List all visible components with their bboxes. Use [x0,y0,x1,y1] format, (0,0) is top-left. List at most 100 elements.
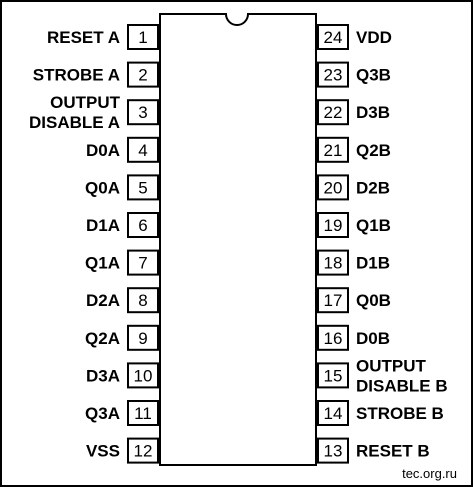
pin-box [317,249,349,276]
pin-8: 8 D2A [86,287,159,314]
pin-number: 1 [138,28,147,47]
ic-outline-with-notch [159,13,317,466]
pin-number: 14 [324,404,343,423]
pin-number: 9 [138,329,147,348]
pin-label: D0A [86,141,120,160]
pin-22: 22 D3B [317,99,390,126]
pin-label: Q1A [85,254,120,273]
pin-number: 19 [324,216,343,235]
pin-box [127,249,159,276]
pin-box [127,400,159,426]
pin-box [317,362,349,389]
ic-package-body [159,13,317,466]
pin-19: 19 Q1B [317,212,391,238]
pin-number: 2 [138,66,147,85]
pin-label: VDD [356,28,392,47]
pin-box [317,99,349,126]
pin-number: 11 [134,404,152,423]
pin-box [317,400,349,426]
pin-4: 4 D0A [86,136,159,163]
pin-13: 13 RESET B [317,437,430,464]
pin-box [127,437,159,464]
pin-1: 1 RESET A [47,24,159,50]
pin-16: 16 D0B [317,324,390,351]
pin-label: Q3B [356,66,391,85]
pin-number: 24 [324,28,343,47]
pin-box [317,24,349,50]
pin-label: RESET B [356,442,430,461]
pin-box [127,61,159,88]
pin-box [127,174,159,201]
pin-number: 7 [138,254,147,273]
watermark-text: tec.org.ru [402,466,457,481]
pin-label: STROBE A [33,66,120,85]
pin-box [317,174,349,201]
pin-box [127,324,159,351]
pin-box [317,61,349,88]
pin-number: 4 [138,141,147,160]
pin-9: 9 Q2A [85,324,159,351]
pin-label: Q1B [356,216,391,235]
pin-23: 23 Q3B [317,61,391,88]
pin-label: RESET A [47,28,120,47]
pin-10: 10 D3A [86,362,159,389]
pin-6: 6 D1A [86,212,159,238]
pin-label: DISABLE B [356,376,448,395]
pin-number: 8 [138,291,147,310]
pin-number: 6 [138,216,147,235]
pin-box [317,437,349,464]
pin-box [317,212,349,238]
pin-box [317,324,349,351]
pin-number: 21 [324,141,343,160]
pin-number: 13 [324,442,343,461]
pin-number: 16 [324,329,343,348]
pin-box [127,362,159,389]
pin-box [317,287,349,314]
pin-2: 2 STROBE A [33,61,159,88]
pin-number: 12 [134,442,153,461]
pin-number: 17 [324,291,343,310]
pin-label: Q3A [85,404,120,423]
pin-18: 18 D1B [317,249,390,276]
pin-label: D3B [356,103,390,122]
pin-box [127,99,159,126]
pin-label: D3A [86,366,120,385]
pin-label: DISABLE A [29,113,120,132]
pin-label: Q2A [85,329,120,348]
pin-17: 17 Q0B [317,287,391,314]
pin-label: D2A [86,291,120,310]
pin-7: 7 Q1A [85,249,159,276]
pin-label: D1B [356,254,390,273]
pin-number: 10 [134,366,153,385]
pin-label: D2B [356,178,390,197]
pin-number: 18 [324,254,343,273]
pin-box [127,136,159,163]
pin-label: D1A [86,216,120,235]
pin-number: 23 [324,66,343,85]
pin-number: 15 [324,366,343,385]
pin-label: OUTPUT [50,93,121,112]
pin-label: OUTPUT [356,356,427,375]
pin-number: 22 [324,103,343,122]
pin-12: 12 VSS [86,437,159,464]
pin-label: Q0B [356,291,391,310]
pin-label: D0B [356,329,390,348]
pin-24: 24 VDD [317,24,392,50]
pin-box [127,212,159,238]
pin-label: VSS [86,442,120,461]
pin-number: 3 [138,103,147,122]
pin-box [127,24,159,50]
pin-box [127,287,159,314]
pin-box [317,136,349,163]
pin-label: Q0A [85,178,120,197]
pin-11: 11 Q3A [85,400,159,426]
